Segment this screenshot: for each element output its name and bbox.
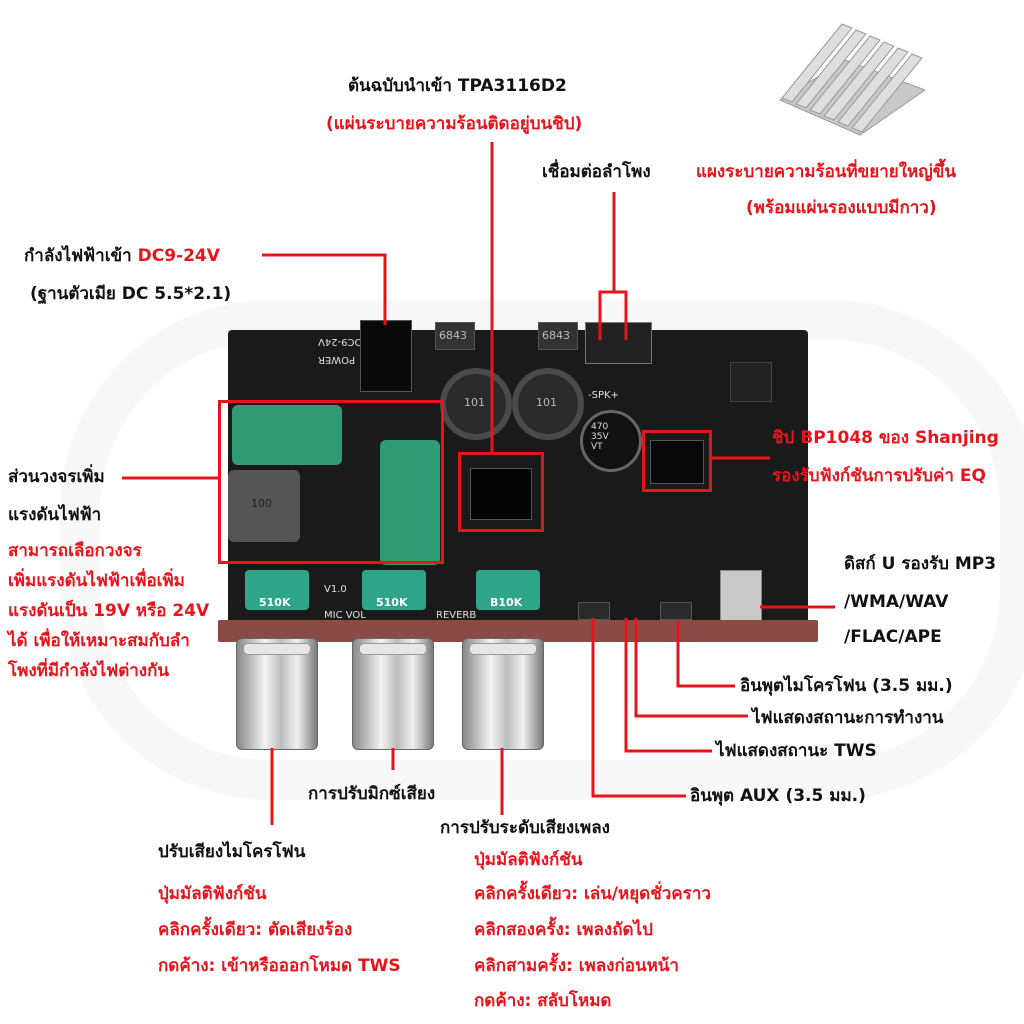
pot-mix: 510K bbox=[362, 570, 426, 610]
pot-mic: 510K bbox=[245, 570, 309, 610]
mic-knob-red-1: ปุ่มมัลติฟังก์ชัน bbox=[158, 884, 267, 904]
green-cap-2 bbox=[380, 440, 440, 565]
boost-red-4: ได้ เพื่อให้เหมาะสมกับลำ bbox=[8, 631, 190, 651]
mix-knob[interactable] bbox=[352, 638, 434, 750]
cap-label: 470 35V VT bbox=[591, 422, 609, 452]
green-cap-1 bbox=[232, 405, 342, 465]
music-knob-red-4: คลิกสามครั้ง: เพลงก่อนหน้า bbox=[474, 956, 679, 976]
silk-v1: V1.0 bbox=[324, 584, 347, 595]
music-knob-red-3: คลิกสองครั้ง: เพลงถัดไป bbox=[474, 920, 653, 940]
heatsink-image bbox=[778, 23, 927, 136]
inductor-1: 101 bbox=[440, 368, 512, 440]
speaker-label: เชื่อมต่อลำโพง bbox=[542, 162, 651, 182]
pot-mix-label: 510K bbox=[376, 596, 408, 609]
antenna bbox=[730, 362, 772, 402]
boost-inductor: 100 bbox=[228, 470, 300, 542]
status-light-label: ไฟแสดงสถานะการทำงาน bbox=[752, 708, 944, 728]
mic-volume-knob[interactable] bbox=[236, 638, 318, 750]
bp1048-label-1: ชิป BP1048 ของ Shanjing bbox=[772, 428, 999, 448]
aux-input-label: อินพุต AUX (3.5 มม.) bbox=[690, 786, 866, 806]
bp1048-chip bbox=[650, 440, 704, 484]
inductor-2-label: 101 bbox=[536, 396, 557, 409]
pot-music-label: B10K bbox=[490, 596, 523, 609]
tws-light-label: ไฟแสดงสถานะ TWS bbox=[716, 741, 877, 761]
power-prefix: กำลังไฟฟ้าเข้า bbox=[24, 246, 138, 266]
top-chip-1-label: 6843 bbox=[439, 329, 467, 342]
top-chip-1: 6843 bbox=[435, 322, 475, 350]
tpa-chip-highlight bbox=[458, 452, 544, 532]
power-value: DC9-24V bbox=[137, 246, 220, 266]
udisk-label-1: ดิสก์ U รองรับ MP3 bbox=[844, 554, 997, 574]
boost-red-3: แรงดันเป็น 19V หรือ 24V bbox=[8, 601, 210, 621]
boost-label-1: ส่วนวงจรเพิ่ม bbox=[8, 467, 105, 487]
inductor-2: 101 bbox=[512, 368, 584, 440]
music-knob-red-5: กดค้าง: สลับโหมด bbox=[474, 991, 612, 1011]
top-chip-2-label: 6843 bbox=[542, 329, 570, 342]
speaker-terminal bbox=[585, 322, 652, 364]
power-label: กำลังไฟฟ้าเข้า DC9-24V bbox=[24, 246, 220, 266]
mic-knob-red-2: คลิกครั้งเดียว: ตัดเสียงร้อง bbox=[158, 920, 353, 940]
silk-mic-vol: MIC VOL bbox=[324, 610, 366, 621]
music-adjust-label: การปรับระดับเสียงเพลง bbox=[440, 818, 610, 838]
mix-adjust-label: การปรับมิกซ์เสียง bbox=[308, 784, 436, 804]
udisk-label-3: /FLAC/APE bbox=[844, 627, 942, 647]
top-chip-2: 6843 bbox=[538, 322, 578, 350]
music-knob-red-2: คลิกครั้งเดียว: เล่น/หยุดชั่วคราว bbox=[474, 884, 711, 904]
front-panel bbox=[218, 620, 818, 642]
silk-spk: -SPK+ bbox=[588, 390, 619, 401]
mic-input-label: อินพุตไมโครโฟน (3.5 มม.) bbox=[740, 676, 953, 696]
silk-reverb: REVERB bbox=[436, 610, 477, 621]
boost-inductor-label: 100 bbox=[251, 497, 272, 510]
boost-red-5: โพงที่มีกำลังไฟต่างกัน bbox=[8, 661, 169, 681]
udisk-label-2: /WMA/WAV bbox=[844, 592, 949, 612]
pot-music: B10K bbox=[476, 570, 540, 610]
boost-label-2: แรงดันไฟฟ้า bbox=[8, 505, 102, 525]
boost-circuit-highlight bbox=[218, 400, 444, 564]
bp1048-highlight bbox=[642, 430, 712, 492]
chip-title-label: ต้นฉบับนำเข้า TPA3116D2 bbox=[348, 76, 567, 96]
pot-mic-label: 510K bbox=[259, 596, 291, 609]
boost-red-2: เพิ่มแรงดันไฟฟ้าเพื่อเพิ่ม bbox=[8, 571, 185, 591]
mic-adjust-label: ปรับเสียงไมโครโฟน bbox=[158, 842, 306, 862]
electrolytic-cap: 470 35V VT bbox=[580, 410, 642, 472]
music-knob-red-1: ปุ่มมัลติฟังก์ชัน bbox=[474, 850, 583, 870]
boost-red-1: สามารถเลือกวงจร bbox=[8, 541, 142, 561]
tpa3116-chip bbox=[470, 468, 532, 520]
heatsink-label-1: แผงระบายความร้อนที่ขยายใหญ่ขึ้น bbox=[696, 162, 956, 182]
inductor-1-label: 101 bbox=[464, 396, 485, 409]
bp1048-label-2: รองรับฟังก์ชันการปรับค่า EQ bbox=[772, 466, 986, 486]
chip-sub-label: (แผ่นระบายความร้อนติดอยู่บนชิป) bbox=[326, 114, 583, 134]
mic-jack bbox=[660, 602, 692, 620]
power-sub-label: (ฐานตัวเมีย DC 5.5*2.1) bbox=[30, 284, 232, 304]
heatsink-label-2: (พร้อมแผ่นรองแบบมีกาว) bbox=[746, 198, 937, 218]
mic-knob-red-3: กดค้าง: เข้าหรือออกโหมด TWS bbox=[158, 956, 401, 976]
